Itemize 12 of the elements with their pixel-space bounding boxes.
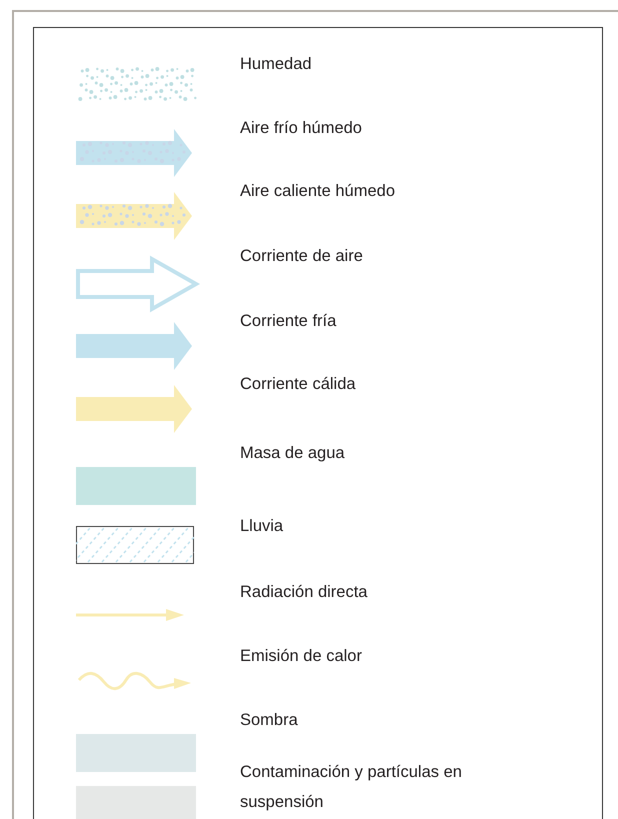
legend-label: Corriente fría — [240, 311, 338, 332]
legend-label: Contaminación y partículas en suspensión — [240, 762, 463, 813]
legend-label: Aire frío húmedo — [240, 118, 363, 139]
legend-label: Radiación directa — [240, 582, 368, 603]
legend-label: Emisión de calor — [240, 646, 363, 667]
legend-label: Humedad — [240, 54, 313, 75]
legend-label: Corriente de aire — [240, 246, 364, 267]
legend-label: Masa de agua — [240, 443, 346, 464]
legend-label: Corriente cálida — [240, 374, 357, 395]
legend-label: Lluvia — [240, 516, 284, 537]
legend-label: Sombra — [240, 710, 299, 731]
legend-label: Aire caliente húmedo — [240, 181, 396, 202]
